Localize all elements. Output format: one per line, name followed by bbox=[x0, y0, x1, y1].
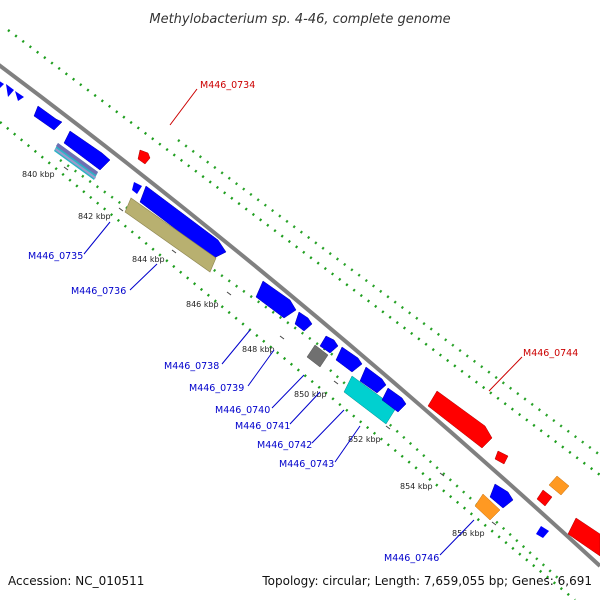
tick-labels: 840 kbp 842 kbp 844 kbp 846 kbp 848 kbp … bbox=[22, 170, 485, 538]
gc-track-outer bbox=[7, 29, 600, 476]
tick-mark bbox=[279, 335, 285, 340]
gene-features bbox=[0, 80, 600, 557]
leader-M446_0741 bbox=[289, 391, 321, 425]
tick-mark bbox=[491, 521, 497, 526]
gene-reverse[interactable] bbox=[536, 489, 553, 507]
label-leaders bbox=[83, 88, 523, 556]
gene-label-M446_0742[interactable]: M446_0742 bbox=[257, 440, 312, 451]
gene-arrow[interactable] bbox=[6, 84, 14, 97]
tick-label: 850 kbp bbox=[294, 390, 327, 399]
gene-forward[interactable] bbox=[381, 387, 407, 413]
gene-reverse[interactable] bbox=[427, 390, 493, 449]
gc-content-tracks bbox=[0, 29, 600, 600]
tick-label: 840 kbp bbox=[22, 170, 55, 179]
rna-gene-stripe bbox=[55, 148, 96, 179]
gene-forward[interactable] bbox=[536, 526, 549, 538]
gene-forward[interactable] bbox=[319, 335, 339, 354]
leader-M446_0739 bbox=[247, 349, 275, 387]
rna-gene[interactable] bbox=[343, 375, 397, 425]
gene-forward[interactable] bbox=[63, 130, 111, 171]
gene-other[interactable] bbox=[306, 344, 329, 368]
tick-mark bbox=[63, 166, 69, 171]
gene-label-M446_0736[interactable]: M446_0736 bbox=[71, 286, 126, 297]
gene-label-M446_0743[interactable]: M446_0743 bbox=[279, 459, 334, 470]
leader-M446_0740 bbox=[271, 374, 305, 409]
gene-forward[interactable] bbox=[255, 280, 297, 319]
gene-label-M446_0735[interactable]: M446_0735 bbox=[28, 251, 83, 262]
tick-marks bbox=[63, 166, 497, 526]
tick-mark bbox=[171, 249, 177, 254]
gene-forward[interactable] bbox=[132, 182, 142, 194]
gene-forward[interactable] bbox=[139, 185, 227, 259]
gene-forward[interactable] bbox=[359, 366, 387, 394]
leader-M446_0742 bbox=[311, 409, 345, 444]
gene-forward[interactable] bbox=[489, 483, 514, 509]
gene-label-M446_0746[interactable]: M446_0746 bbox=[384, 553, 439, 564]
accession-text: Accession: NC_010511 bbox=[8, 574, 144, 588]
tick-label: 854 kbp bbox=[400, 482, 433, 491]
gene-label-M446_0741[interactable]: M446_0741 bbox=[235, 421, 290, 432]
leader-M446_0738 bbox=[221, 329, 251, 365]
leader-M446_0735 bbox=[83, 221, 111, 255]
gene-forward[interactable] bbox=[335, 346, 363, 373]
tick-mark bbox=[118, 207, 124, 212]
tick-label: 848 kbp bbox=[242, 345, 275, 354]
gene-labels: M446_0734 M446_0735 M446_0736 M446_0738 … bbox=[28, 80, 578, 564]
gene-forward[interactable] bbox=[33, 105, 63, 131]
tick-label: 844 kbp bbox=[132, 255, 165, 264]
rna-gene-stripe bbox=[56, 143, 98, 175]
gene-arrow[interactable] bbox=[0, 80, 4, 90]
gene-reverse[interactable] bbox=[137, 149, 151, 165]
genome-summary-text: Topology: circular; Length: 7,659,055 bp… bbox=[261, 574, 592, 588]
tick-mark bbox=[333, 380, 339, 385]
gene-label-M446_0738[interactable]: M446_0738 bbox=[164, 361, 219, 372]
tick-label: 856 kbp bbox=[452, 529, 485, 538]
gene-label-M446_0734[interactable]: M446_0734 bbox=[200, 80, 255, 91]
gene-other[interactable] bbox=[548, 475, 570, 496]
gene-other[interactable] bbox=[474, 493, 501, 521]
tick-mark bbox=[226, 291, 232, 296]
tick-label: 852 kbp bbox=[348, 435, 381, 444]
leader-M446_0736 bbox=[129, 263, 158, 291]
leader-M446_0746 bbox=[439, 519, 475, 556]
genome-backbone bbox=[0, 63, 600, 568]
gene-reverse[interactable] bbox=[567, 517, 600, 557]
leader-M446_0744 bbox=[488, 356, 523, 392]
leader-M446_0743 bbox=[334, 425, 361, 463]
tick-label: 846 kbp bbox=[186, 300, 219, 309]
gene-label-M446_0739[interactable]: M446_0739 bbox=[189, 383, 244, 394]
gene-forward[interactable] bbox=[294, 311, 313, 332]
map-title: Methylobacterium sp. 4-46, complete geno… bbox=[149, 12, 450, 27]
tick-mark bbox=[385, 425, 391, 430]
gene-arrow[interactable] bbox=[15, 91, 24, 101]
leader-M446_0734 bbox=[169, 88, 198, 126]
tick-mark bbox=[439, 472, 445, 477]
gene-label-M446_0740[interactable]: M446_0740 bbox=[215, 405, 270, 416]
gene-label-M446_0744[interactable]: M446_0744 bbox=[523, 348, 578, 359]
gene-reverse[interactable] bbox=[494, 450, 509, 465]
tick-label: 842 kbp bbox=[78, 212, 111, 221]
pseudo-gene[interactable] bbox=[124, 197, 217, 273]
gc-track-inner bbox=[0, 121, 576, 600]
